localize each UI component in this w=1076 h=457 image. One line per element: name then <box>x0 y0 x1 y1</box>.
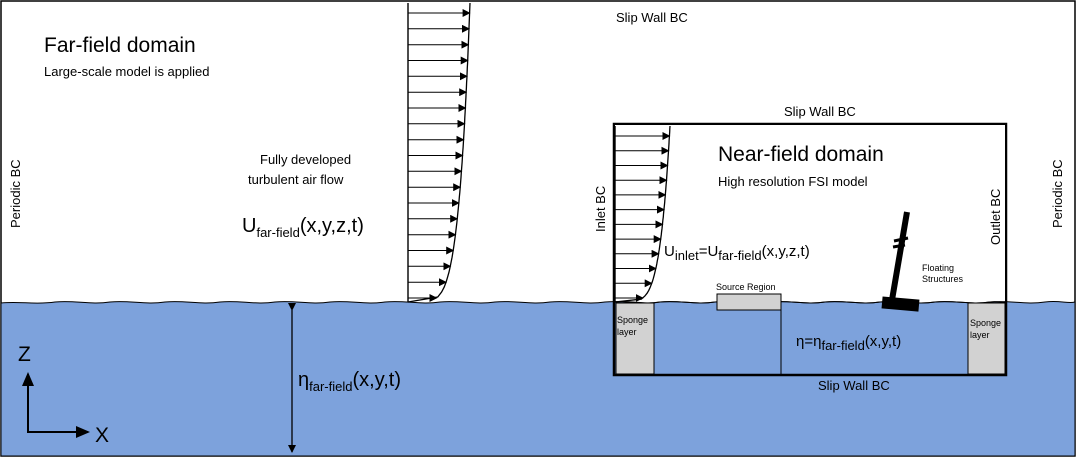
near-field-top-bc: Slip Wall BC <box>784 104 856 119</box>
near-field-velocity-profile <box>614 125 671 303</box>
x-axis-label: X <box>95 424 109 447</box>
outlet-bc-label: Outlet BC <box>988 189 1003 245</box>
near-field-title: Near-field domain <box>718 143 884 166</box>
far-field-top-bc: Slip Wall BC <box>616 10 688 25</box>
far-field-eta-label: ηfar-field(x,y,t) <box>298 369 401 394</box>
sponge-left-line1: Sponge <box>617 315 648 325</box>
floating-structures-line2: Structures <box>922 274 964 284</box>
floating-structure-hinge <box>892 243 906 249</box>
z-axis-label: Z <box>18 343 31 366</box>
floating-structure-base <box>881 296 920 312</box>
near-field-bottom-bc: Slip Wall BC <box>818 378 890 393</box>
far-field-title: Far-field domain <box>44 34 196 57</box>
far-field-subtitle: Large-scale model is applied <box>44 64 209 79</box>
near-field-subtitle: High resolution FSI model <box>718 174 868 189</box>
far-field-left-bc: Periodic BC <box>8 159 23 228</box>
near-field-profile-curve <box>614 125 671 303</box>
far-field-right-bc: Periodic BC <box>1050 159 1065 228</box>
floating-structures-line1: Floating <box>922 263 954 273</box>
floating-structure-mast <box>889 211 910 301</box>
inlet-velocity-equation: Uinlet=Ufar-field(x,y,z,t) <box>664 243 810 263</box>
near-field-eta-label: η=ηfar-field(x,y,t) <box>796 333 901 353</box>
floating-structure-joint <box>893 236 909 243</box>
sponge-left-line2: layer <box>617 327 637 337</box>
source-region-box <box>716 293 782 311</box>
floating-structure <box>881 211 920 312</box>
flow-label-line2: turbulent air flow <box>248 172 344 187</box>
near-field-boundary <box>612 122 1008 377</box>
source-region-label: Source Region <box>716 282 776 292</box>
sponge-right-line1: Sponge <box>970 318 1001 328</box>
far-field-velocity-label: Ufar-field(x,y,z,t) <box>242 215 364 240</box>
far-field-velocity-profile <box>407 2 471 303</box>
inlet-bc-label: Inlet BC <box>593 186 608 232</box>
sponge-layer-left <box>615 302 655 375</box>
water-body <box>0 300 1076 457</box>
sponge-layer-right <box>967 302 1006 375</box>
near-field-sky <box>615 125 1005 301</box>
sponge-right-line2: layer <box>970 330 990 340</box>
coordinate-axes <box>22 372 90 438</box>
flow-label-line1: Fully developed <box>260 152 351 167</box>
